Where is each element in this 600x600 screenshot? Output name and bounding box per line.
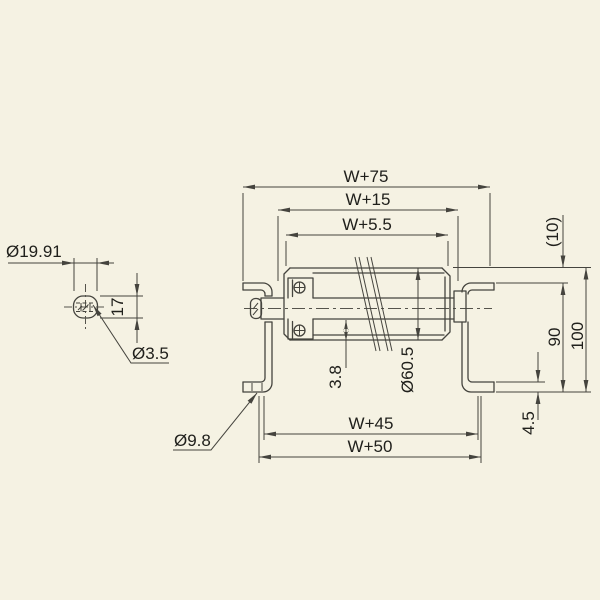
right-end-cap: [441, 267, 451, 341]
right-frame: [461, 282, 495, 393]
left-frame-inner-top: [242, 289, 266, 297]
overall-height-label: 100: [568, 322, 587, 350]
flats-extension-lines: [100, 295, 143, 319]
tube-diameter-label: Ø60.5: [398, 347, 417, 393]
left-frame-inner-bottom: [242, 321, 266, 383]
mounting-hole-edges: [251, 383, 263, 391]
top-extension-lines: [242, 193, 491, 281]
arrowhead: [62, 260, 74, 266]
pin-hatching: [77, 304, 89, 311]
dimensions: W+75 W+15 W+5.5 W+45 W+50 Ø60.5: [173, 167, 591, 463]
left-bearing-assembly: [287, 277, 314, 340]
bottom-bearing-housing: [287, 318, 314, 340]
right-frame-outer-bottom: [461, 321, 495, 393]
across-flats-label: 17: [108, 298, 127, 317]
arrowhead: [134, 318, 140, 330]
right-frame-inner-top: [467, 289, 495, 295]
pin-hatching: [252, 302, 259, 316]
pin-hole-diameter-label: Ø3.5: [132, 344, 169, 363]
right-spring-pin-block: [453, 290, 467, 323]
tube-inner-walls: [312, 272, 445, 336]
shaft-through-tube: [312, 297, 455, 320]
bottom-outer-width-label: W+50: [348, 437, 393, 456]
left-frame-outer-bottom: [242, 321, 273, 393]
right-extension-lines: [453, 267, 591, 393]
left-web-hole-edges: [264, 295, 273, 323]
arrowhead: [560, 255, 566, 268]
right-frame-inner-bottom: [467, 321, 495, 383]
shaft: [249, 290, 467, 323]
bottom-bearing-cross: [294, 325, 305, 336]
roller-tube: [283, 267, 451, 341]
arrowheads: [343, 320, 349, 341]
tube-break-lines: [354, 256, 393, 352]
top-bearing-cross: [294, 282, 305, 293]
arrowheads: [535, 370, 541, 404]
shaft-end-diameter-label: Ø19.91: [6, 242, 62, 261]
frame-height-label: 90: [545, 328, 564, 347]
roller-face-label: W+5.5: [342, 215, 392, 234]
arrowhead: [134, 284, 140, 296]
left-frame: [242, 282, 273, 393]
left-end-cap: [283, 267, 291, 341]
flange-thickness-label: 4.5: [519, 411, 538, 435]
pin-hole-leader: [92, 304, 169, 364]
mounting-hole-diameter-label: Ø9.8: [174, 431, 211, 450]
arrowheads: [560, 283, 566, 392]
main-view: W+75 W+15 W+5.5 W+45 W+50 Ø60.5: [173, 167, 591, 463]
arrowhead: [93, 305, 102, 317]
arrowhead: [97, 260, 109, 266]
hex-shaft-pin: [249, 297, 263, 320]
top-bearing-housing: [287, 277, 314, 299]
between-frames-label: W+15: [346, 190, 391, 209]
bottom-extension-lines: [258, 396, 482, 463]
pin-hole-hidden-lines: [76, 302, 95, 312]
left-frame-outer-top: [242, 282, 273, 297]
arrowhead: [247, 393, 257, 404]
bottom-inner-width-label: W+45: [349, 414, 394, 433]
overall-width-label: W+75: [344, 167, 389, 186]
wall-thickness-label: 3.8: [326, 365, 345, 389]
shaft-end-detail-view: Ø19.91 17 Ø3.5: [6, 242, 169, 364]
roller-above-frame-label: (10): [543, 217, 562, 247]
mounting-hole-leader: [173, 392, 258, 451]
